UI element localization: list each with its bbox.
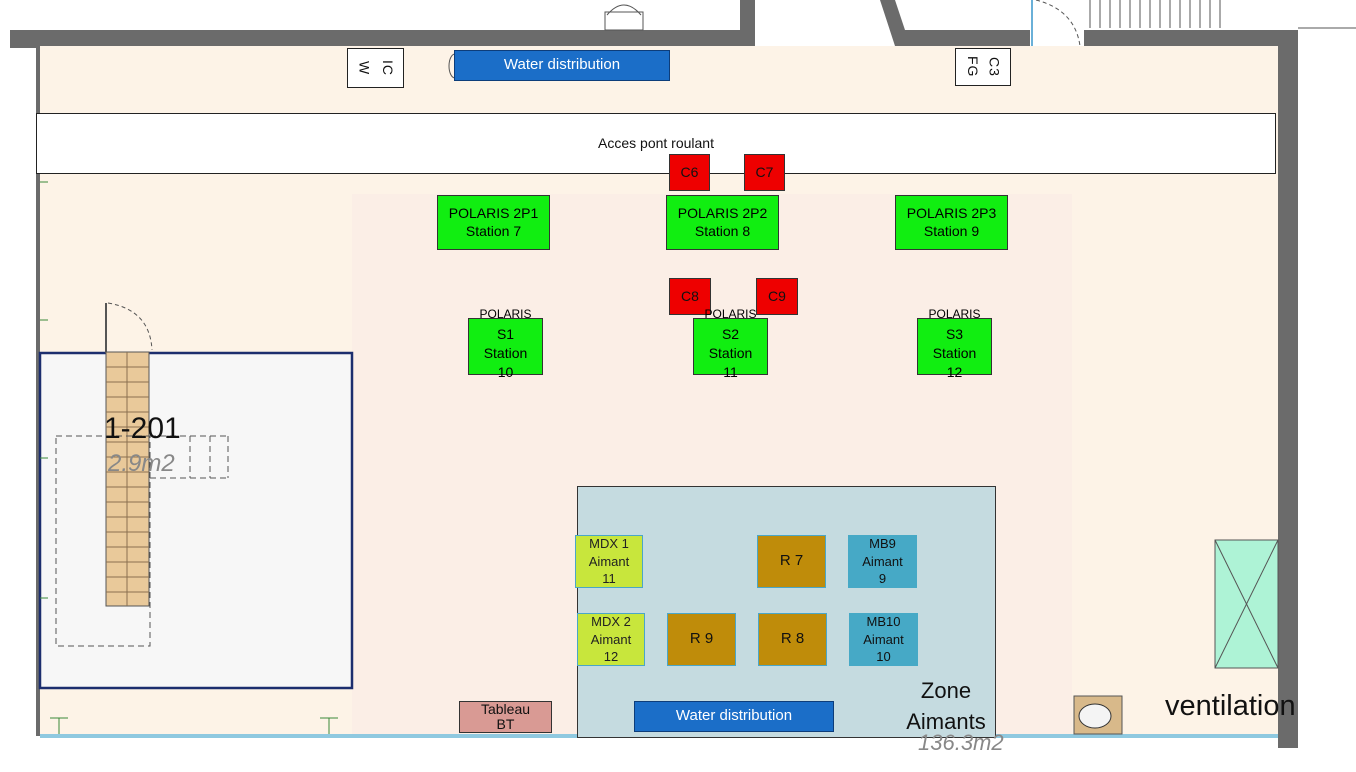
magnet-mdx1-name: MDX 1: [589, 536, 629, 552]
cabinet-c9[interactable]: C9: [756, 278, 798, 315]
magnet-mb10[interactable]: MB10 Aimant 10: [849, 613, 918, 666]
cabinet-c7-label: C7: [755, 163, 774, 180]
magnet-mb9-number: 9: [878, 571, 887, 587]
room-number: 1-201: [104, 412, 181, 445]
magnet-mdx1[interactable]: MDX 1 Aimant 11: [575, 535, 643, 588]
cabinet-c7[interactable]: C7: [744, 154, 785, 191]
cabinet-c8-label: C8: [681, 287, 699, 304]
acces-pont-roulant: Acces pont roulant: [36, 113, 1276, 174]
magnet-r7-label: R 7: [779, 552, 804, 570]
fg-label-1: FG: [965, 56, 981, 78]
station-8-number: Station 8: [694, 222, 751, 239]
cabinet-c9-label: C9: [768, 287, 786, 304]
station-8-name: POLARIS 2P2: [677, 205, 768, 221]
station-7-number: Station 7: [465, 222, 522, 239]
station-10-label: Station: [483, 344, 528, 361]
station-10[interactable]: S1 Station 10: [468, 318, 543, 380]
magnet-mdx2-number: 12: [603, 649, 619, 665]
fg-label-2: C3: [986, 57, 1003, 77]
magnet-r8[interactable]: R 8: [758, 613, 827, 666]
ventilation-label: ventilation: [1165, 690, 1296, 722]
wc-label-2: IC: [380, 60, 396, 76]
water-distribution-bottom: Water distribution: [634, 701, 834, 732]
magnet-mdx2-label: Aimant: [590, 631, 632, 647]
magnet-mb10-label: Aimant: [863, 631, 904, 647]
station-7[interactable]: POLARIS 2P1 Station 7: [437, 195, 550, 250]
fg-c3-box: FG C3: [955, 48, 1011, 86]
magnet-r9-label: R 9: [689, 630, 714, 648]
station-11-name: S2: [721, 326, 740, 342]
station-9[interactable]: POLARIS 2P3 Station 9: [895, 195, 1008, 250]
magnet-mdx1-number: 11: [602, 571, 616, 587]
station-11[interactable]: S2 Station 11: [693, 318, 768, 380]
station-11-prefix: POLARIS: [704, 307, 757, 321]
station-12[interactable]: S3 Station 12: [917, 318, 992, 380]
cabinet-c8[interactable]: C8: [669, 278, 711, 315]
magnet-mb9[interactable]: MB9 Aimant 9: [848, 535, 917, 588]
station-12-prefix: POLARIS: [928, 307, 981, 321]
wc-label-1: W: [356, 60, 373, 76]
magnet-mb9-label: Aimant: [862, 553, 903, 569]
tableau-bt-label-2: BT: [496, 716, 515, 732]
cabinet-c6[interactable]: C6: [669, 154, 710, 191]
room-area: 2.9m2: [108, 450, 175, 477]
zone-aimants-area: 136.3m2: [918, 730, 1004, 755]
station-7-name: POLARIS 2P1: [448, 205, 539, 221]
magnet-r7[interactable]: R 7: [757, 535, 826, 588]
station-11-number: 11: [723, 363, 738, 380]
tableau-bt-label-1: Tableau: [480, 700, 531, 717]
zone-aimants-label: Zone Aimants: [896, 676, 996, 738]
magnet-mb10-name: MB10: [866, 614, 901, 630]
station-9-name: POLARIS 2P3: [906, 205, 997, 221]
magnet-r8-label: R 8: [780, 630, 805, 648]
station-10-prefix: POLARIS: [479, 307, 532, 321]
zone-aimants-label-2: Aimants: [906, 708, 986, 734]
tableau-bt[interactable]: Tableau BT: [459, 701, 552, 733]
magnet-mdx2-name: MDX 2: [591, 614, 631, 630]
magnet-mdx1-label: Aimant: [588, 553, 630, 569]
station-12-name: S3: [945, 326, 964, 342]
station-11-label: Station: [708, 344, 753, 361]
station-9-number: Station 9: [923, 222, 980, 239]
magnet-r9[interactable]: R 9: [667, 613, 736, 666]
station-10-number: 10: [497, 363, 514, 380]
acces-pont-roulant-label: Acces pont roulant: [598, 134, 714, 151]
water-distribution-bottom-label: Water distribution: [675, 707, 793, 725]
cabinet-c6-label: C6: [680, 163, 699, 180]
station-12-label: Station: [932, 344, 977, 361]
zone-aimants: [577, 486, 996, 738]
magnet-mdx2[interactable]: MDX 2 Aimant 12: [577, 613, 645, 666]
magnet-mb9-name: MB9: [869, 536, 896, 552]
water-distribution-top-label: Water distribution: [503, 56, 621, 74]
station-12-number: 12: [946, 363, 963, 380]
zone-aimants-label-1: Zone: [920, 678, 972, 703]
station-10-name: S1: [496, 326, 515, 342]
station-8[interactable]: POLARIS 2P2 Station 8: [666, 195, 779, 250]
wc-box: W IC: [347, 48, 404, 88]
magnet-mb10-number: 10: [876, 649, 891, 665]
water-distribution-top: Water distribution: [454, 50, 670, 81]
